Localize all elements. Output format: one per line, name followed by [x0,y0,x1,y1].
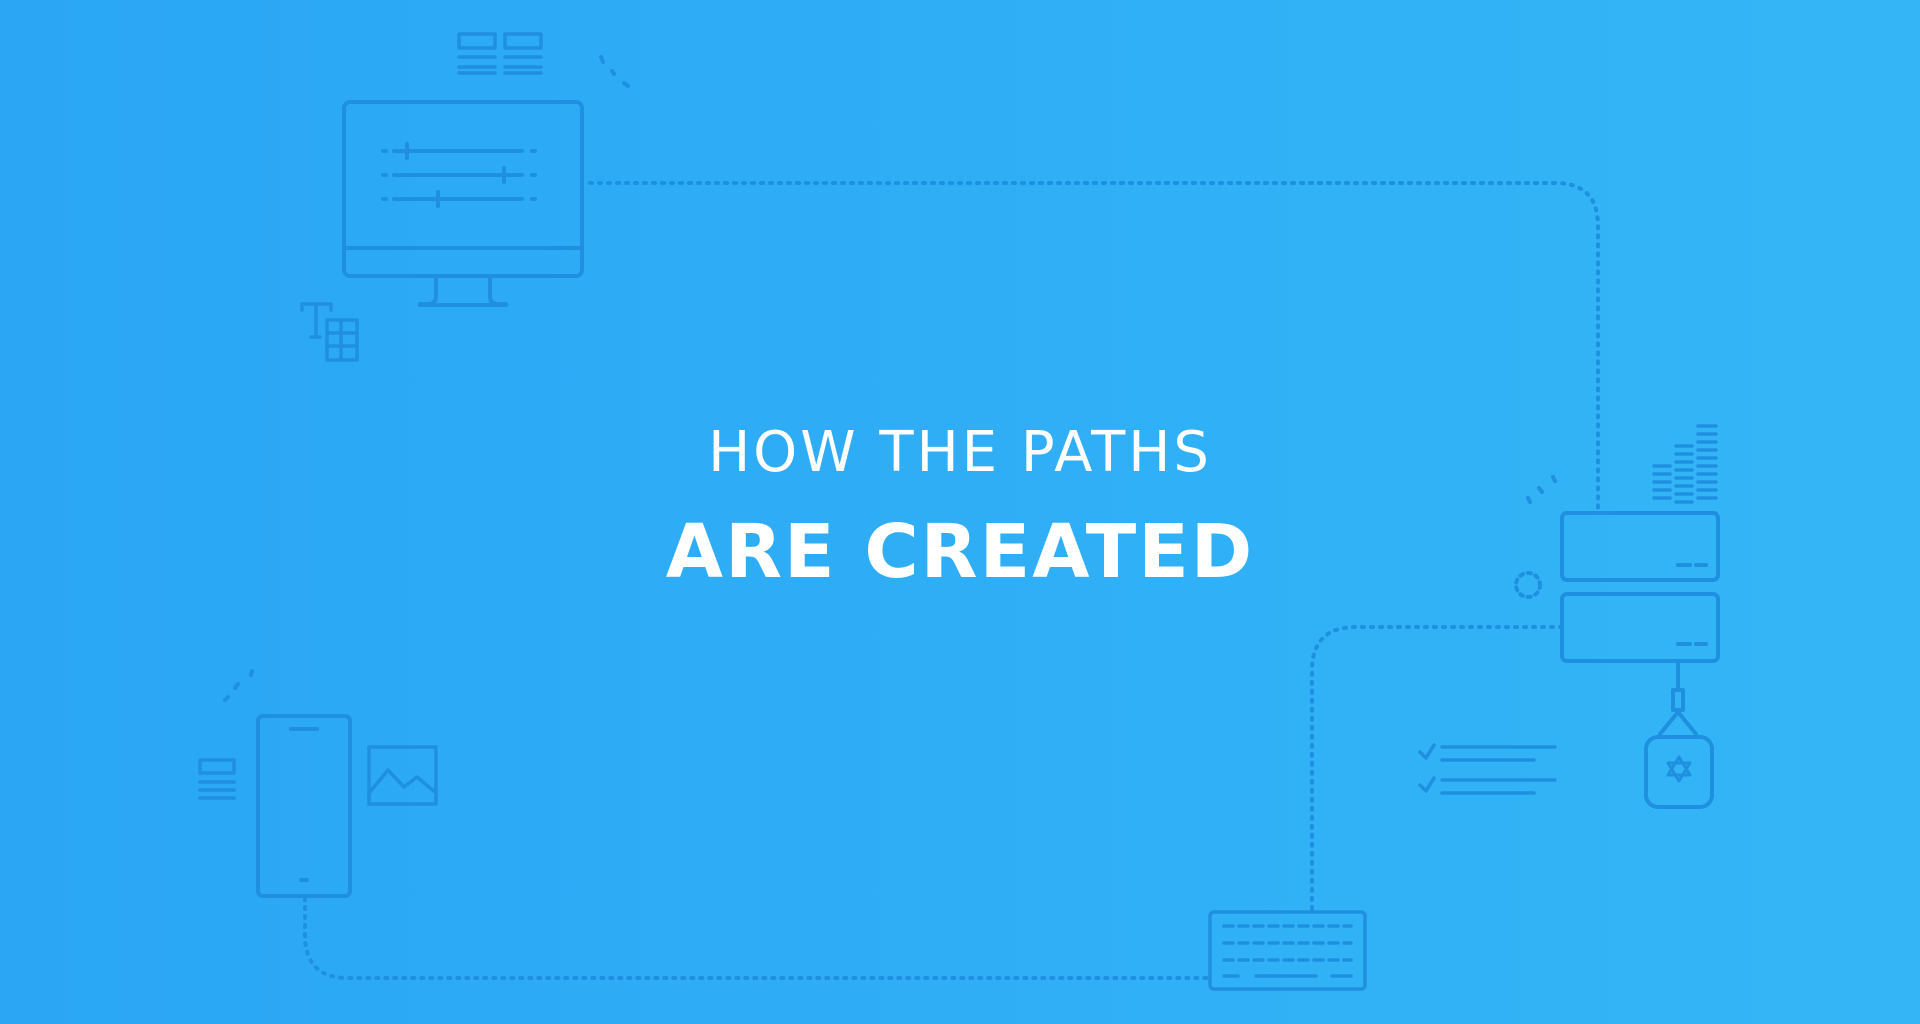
image-icon [367,745,438,806]
mobile-phone-icon [256,714,352,898]
dotted-path-monitor-to-server [588,181,1600,512]
sparkle-icon [223,669,254,702]
layout-grid-icon [457,32,543,75]
sparkle-icon [1526,475,1557,504]
text-lines-icon [198,758,236,800]
loading-dots-icon [1514,571,1542,599]
keyboard-icon [1208,910,1367,991]
desktop-monitor-icon [342,100,584,307]
dotted-path-server-to-keyboard [1310,625,1564,914]
dotted-path-phone-to-keyboard [303,896,1210,980]
checklist-icon [1418,743,1557,795]
lock-icon [1644,710,1714,809]
sparkle-icon [599,55,630,88]
text-table-icon [300,302,359,362]
bar-chart-icon [1652,424,1718,504]
